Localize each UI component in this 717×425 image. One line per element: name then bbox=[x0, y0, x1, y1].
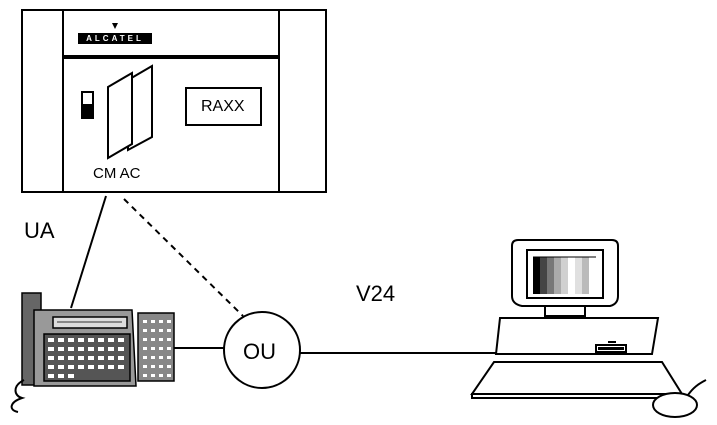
cm-ac-cards-icon bbox=[107, 64, 153, 160]
dashed-link bbox=[123, 198, 244, 317]
v24-label: V24 bbox=[356, 281, 396, 306]
telephone-icon bbox=[10, 292, 175, 413]
ua-link bbox=[70, 195, 107, 309]
raxx-box bbox=[185, 87, 262, 126]
ua-label: UA bbox=[24, 218, 55, 243]
cm-ac-label: CM AC bbox=[93, 165, 141, 182]
ou-label: OU bbox=[243, 339, 276, 364]
ou-circle bbox=[223, 311, 301, 389]
raxx-label: RAXX bbox=[201, 98, 245, 115]
computer-icon bbox=[470, 239, 707, 418]
cabinet bbox=[21, 9, 327, 193]
alcatel-logo: ALCATEL bbox=[78, 33, 152, 44]
switch-icon bbox=[81, 91, 94, 119]
